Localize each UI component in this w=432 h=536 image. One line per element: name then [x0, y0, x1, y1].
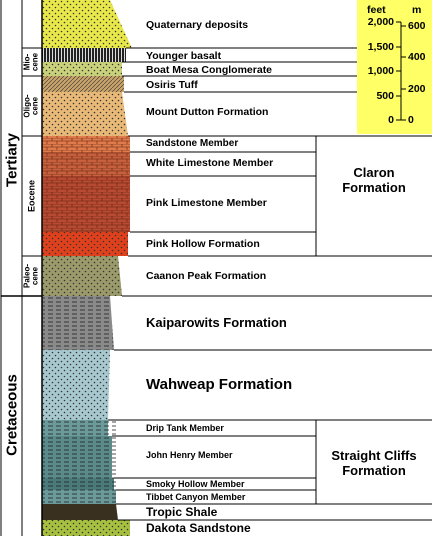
- layer-mount-dutton-label: Mount Dutton Formation: [146, 106, 269, 118]
- layer-osiris-label: Osiris Tuff: [146, 79, 198, 91]
- layer-white-limestone-label: White Limestone Member: [146, 157, 274, 169]
- scale-feet-tick: 500: [376, 90, 394, 102]
- group-straight-cliffs-label: Straight Cliffs Formation: [331, 448, 417, 478]
- scale-feet-tick: 0: [388, 114, 394, 126]
- thickness-scale: feet m 2,000 1,500 1,000 500 0 600 400 2…: [357, 0, 432, 134]
- scale-feet-tick: 1,500: [367, 41, 394, 53]
- period-cretaceous: Cretaceous: [3, 374, 21, 456]
- layer-younger-basalt-label: Younger basalt: [146, 50, 222, 62]
- scale-feet-tick: 2,000: [367, 16, 394, 28]
- scale-feet-tick: 1,000: [367, 65, 394, 77]
- group-claron-label: Claron Formation: [342, 165, 406, 195]
- scale-m-tick: 600: [408, 20, 426, 32]
- scale-m-tick: 400: [408, 51, 426, 63]
- scale-m-tick: 200: [408, 83, 426, 95]
- layer-pink-limestone-label: Pink Limestone Member: [146, 197, 267, 209]
- layer-pink-hollow-label: Pink Hollow Formation: [146, 238, 260, 250]
- layer-tibbet-canyon-label: Tibbet Canyon Member: [146, 492, 246, 502]
- scale-m-tick: 0: [408, 114, 414, 126]
- epoch-oligocene: Oligo- cene: [22, 94, 40, 118]
- layer-wahweap-label: Wahweap Formation: [146, 376, 293, 393]
- epoch-paleocene: Paleo- cene: [22, 264, 40, 289]
- epoch-miocene: Mio- cene: [22, 52, 40, 72]
- scale-feet-unit: feet: [367, 4, 386, 16]
- epoch-eocene: Eocene: [26, 179, 37, 213]
- layer-boat-mesa-label: Boat Mesa Conglomerate: [146, 64, 273, 76]
- layer-tropic-shale-shape: [42, 504, 118, 520]
- layer-dakota-label: Dakota Sandstone: [146, 521, 251, 535]
- scale-m-unit: m: [412, 4, 422, 16]
- layer-john-henry-label: John Henry Member: [146, 450, 233, 460]
- period-tertiary: Tertiary: [3, 133, 21, 187]
- layer-drip-tank-label: Drip Tank Member: [146, 423, 224, 433]
- layer-canaan-peak-label: Caanon Peak Formation: [146, 270, 267, 282]
- layer-smoky-hollow-label: Smoky Hollow Member: [146, 479, 245, 489]
- layer-kaiparowits-label: Kaiparowits Formation: [146, 315, 287, 330]
- layer-quaternary-label: Quaternary deposits: [146, 19, 249, 31]
- layer-sandstone-member-label: Sandstone Member: [146, 138, 239, 149]
- layer-tropic-shale-label: Tropic Shale: [146, 505, 218, 519]
